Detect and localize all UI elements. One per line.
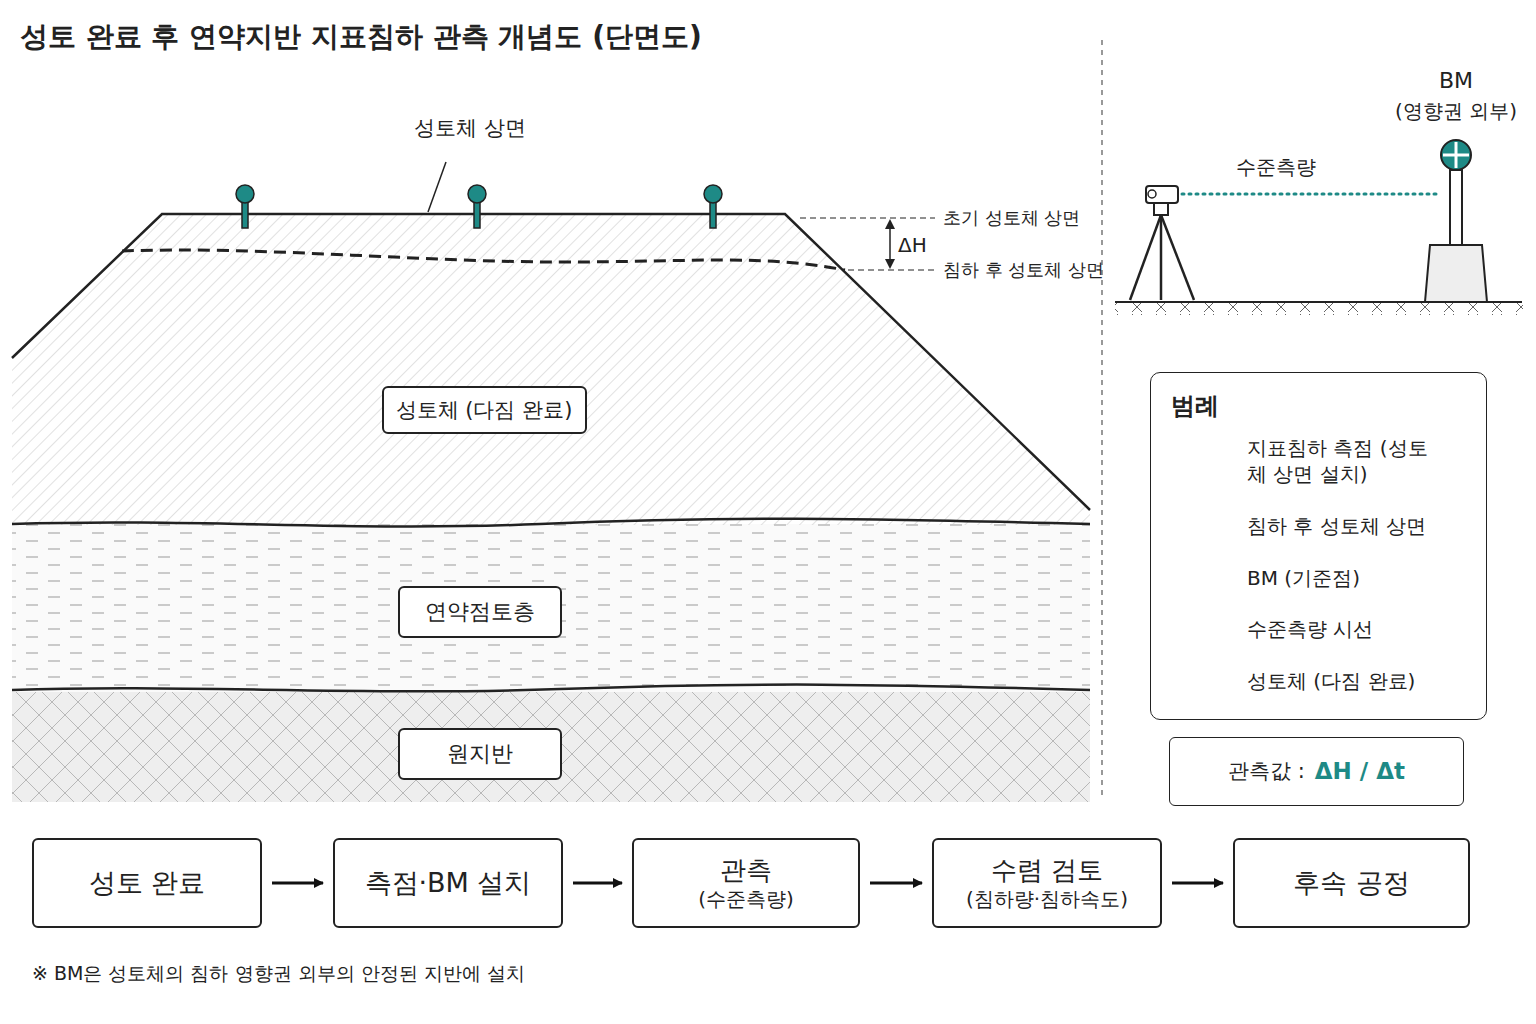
level-label: 초기 성토체 상면	[943, 207, 1080, 229]
dimension-label: ΔH	[898, 233, 927, 257]
benchmark-note: (영향권 외부)	[1395, 99, 1517, 123]
node-text: 측점·BM 설치	[365, 866, 532, 900]
process-box: 관측(수준측량)	[632, 838, 860, 928]
flow-arrow	[573, 882, 622, 885]
node-text: 범례	[1171, 391, 1219, 421]
node-subtext: (수준측량)	[698, 887, 794, 912]
benchmark-label: BM	[1439, 68, 1473, 94]
flow-arrow	[272, 882, 323, 885]
layer-label: 성토체 (다짐 완료)	[382, 386, 587, 434]
survey-label: 수준측량	[1236, 155, 1316, 179]
node-text: 관측	[720, 854, 772, 887]
legend-text: 지표침하 측점 (성토체 상면 설치)	[1247, 435, 1447, 487]
footnote: ※ BM은 성토체의 침하 영향권 외부의 안정된 지반에 설치	[32, 962, 525, 985]
part-label: 성토체 상면	[414, 116, 526, 141]
process-box: 성토 완료	[32, 838, 262, 928]
process-box: 측점·BM 설치	[333, 838, 563, 928]
node-text: 원지반	[447, 740, 513, 768]
flow-arrow	[870, 882, 922, 885]
flow-arrow	[1172, 882, 1223, 885]
node-text: 연약점토층	[425, 598, 535, 626]
result-box: 관측값 : ΔH / Δt	[1169, 737, 1464, 806]
layer-label: 원지반	[398, 728, 562, 780]
level-label: 침하 후 성토체 상면	[943, 259, 1104, 281]
diagram-title: 성토 완료 후 연약지반 지표침하 관측 개념도 (단면도)	[20, 20, 702, 54]
node-subtext: (침하량·침하속도)	[966, 887, 1128, 912]
legend-box: 범례지표침하 측점 (성토체 상면 설치) 침하 후 성토체 상면 BM (기준점)…	[1150, 372, 1487, 720]
legend-text: 성토체 (다짐 완료)	[1247, 668, 1415, 694]
node-text: 관측값 :	[1228, 758, 1305, 784]
legend-text: 수준측량 시선	[1247, 616, 1373, 642]
process-box: 후속 공정	[1233, 838, 1470, 928]
node-text: 수렴 검토	[991, 854, 1103, 887]
legend-text: 침하 후 성토체 상면	[1247, 513, 1426, 539]
process-box: 수렴 검토(침하량·침하속도)	[932, 838, 1162, 928]
node-text: 성토체 (다짐 완료)	[396, 397, 573, 423]
layer-label: 연약점토층	[398, 586, 562, 638]
legend-text: BM (기준점)	[1247, 565, 1360, 591]
node-text: 후속 공정	[1293, 866, 1410, 900]
node-text: 성토 완료	[89, 866, 206, 900]
node-subtext: ΔH / Δt	[1315, 757, 1405, 786]
